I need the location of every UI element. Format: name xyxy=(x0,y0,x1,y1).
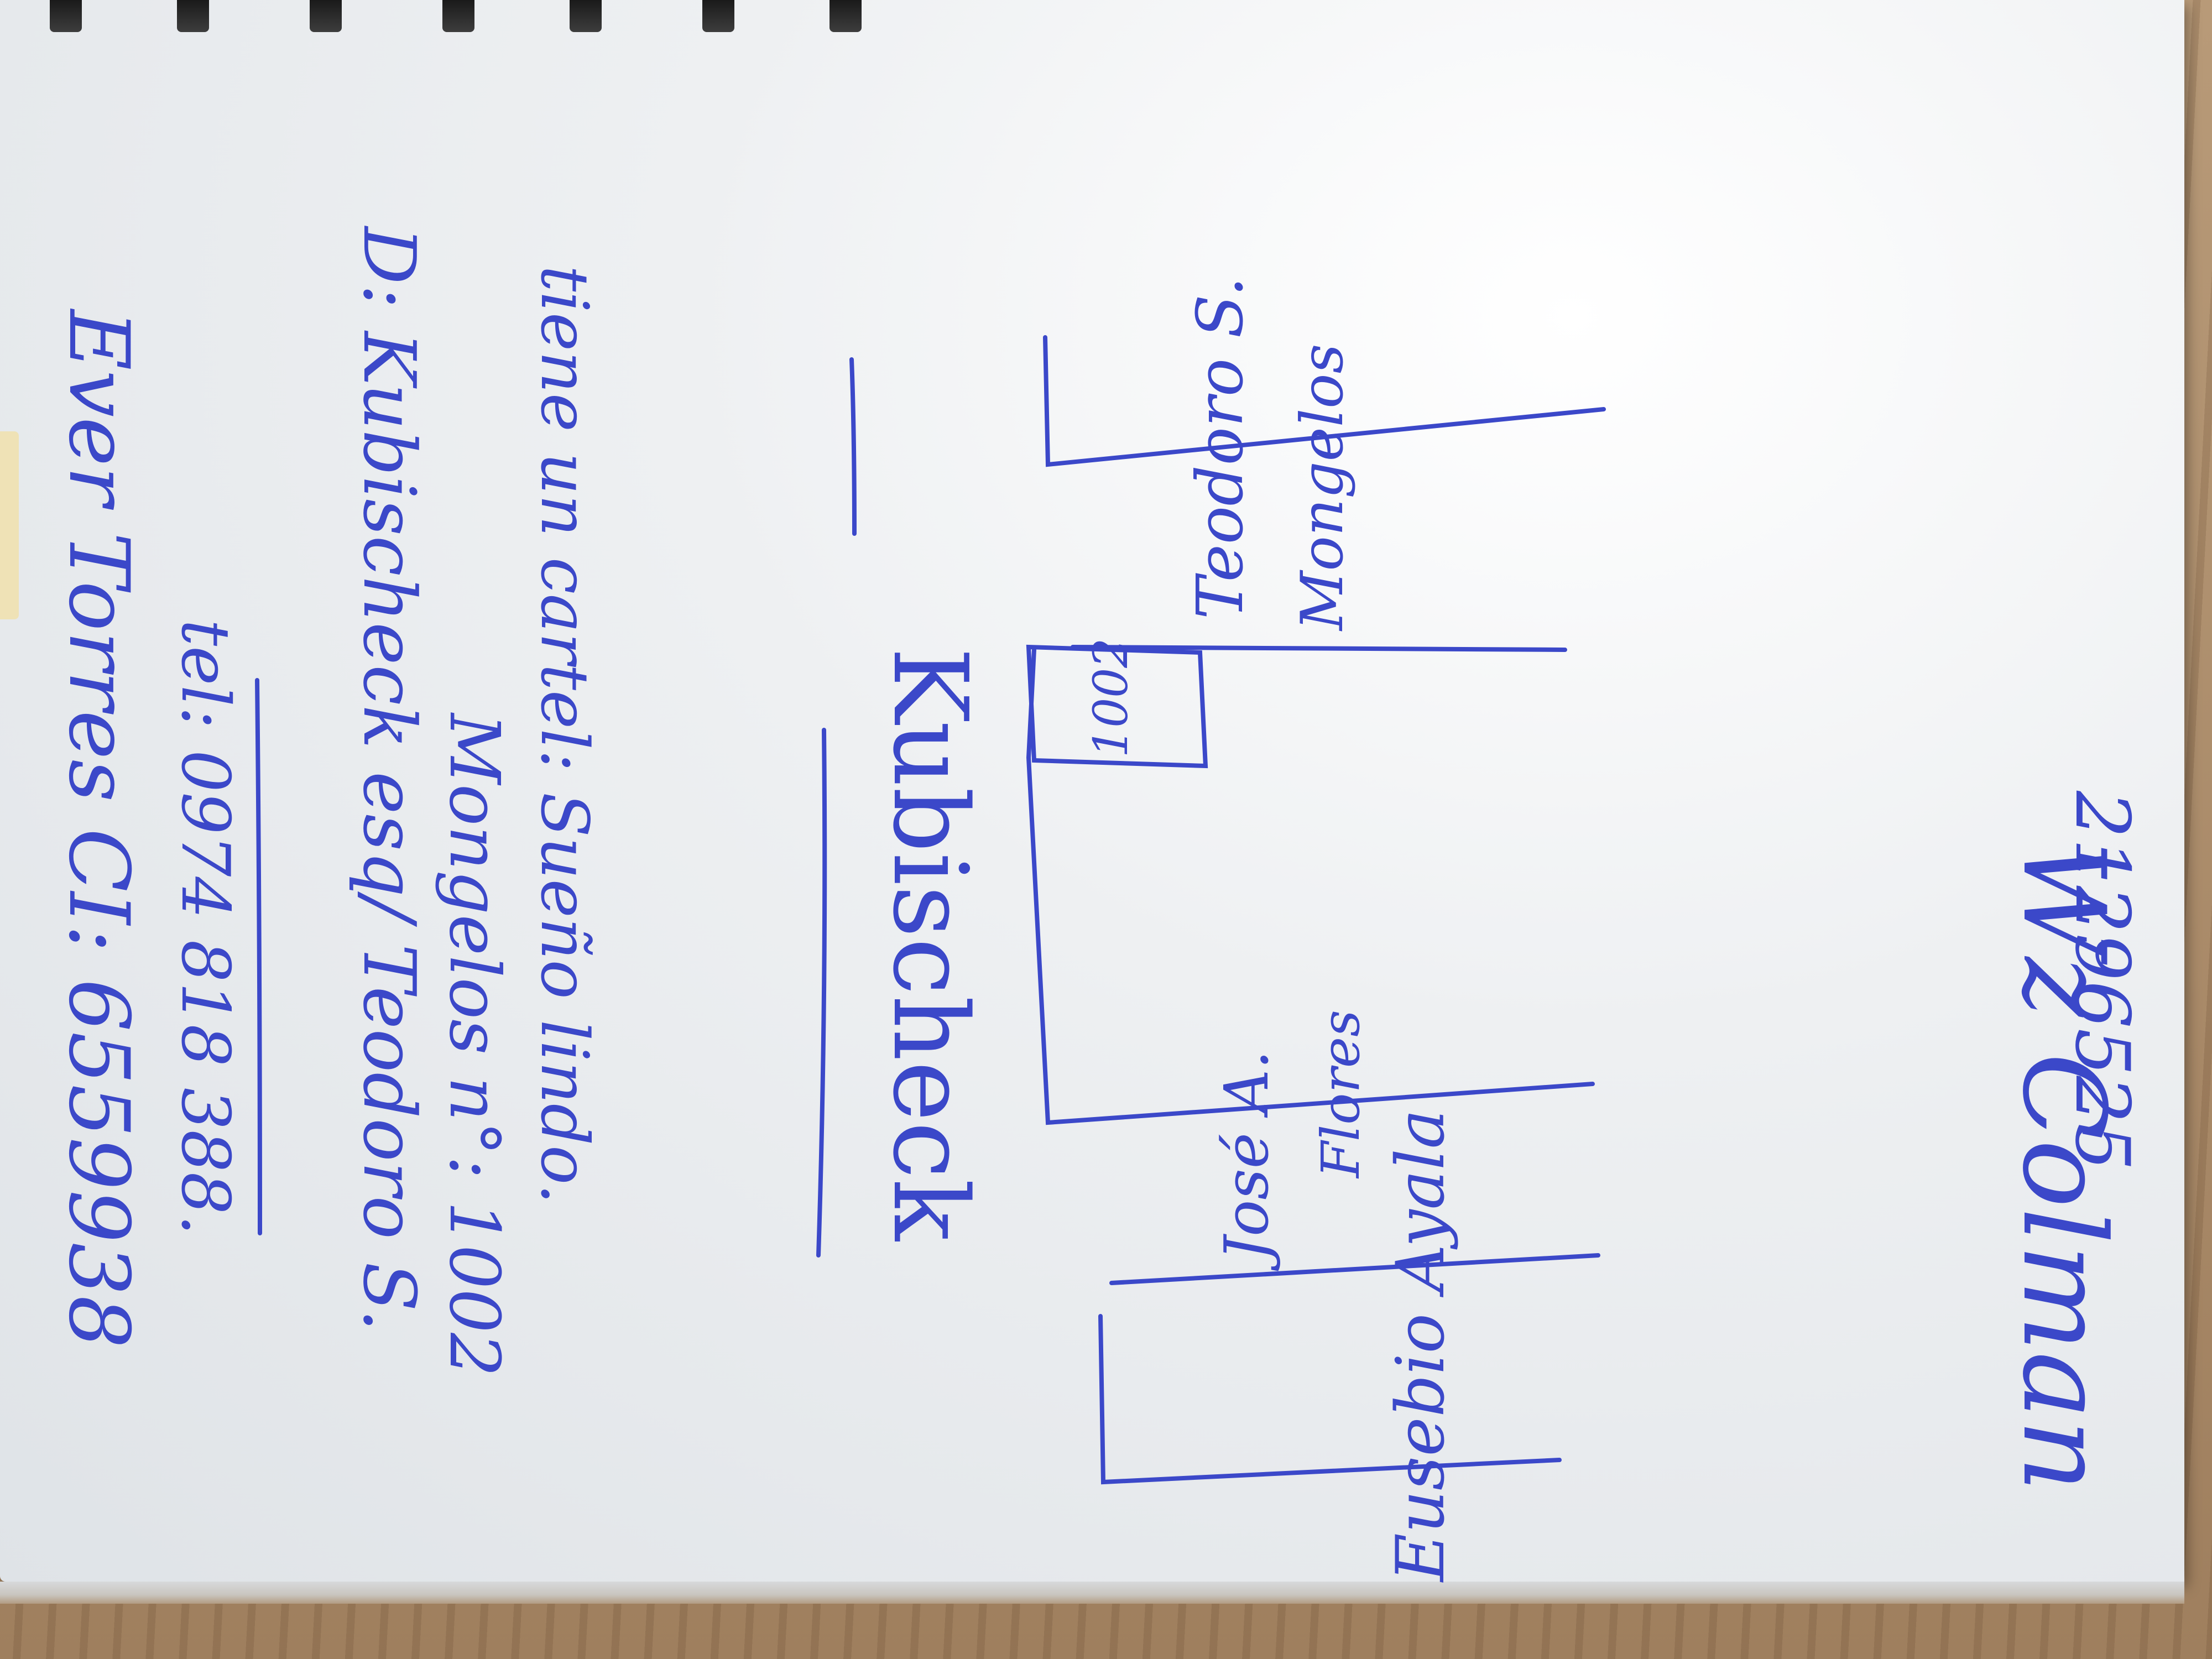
road-kubischeck-edge xyxy=(1026,648,1595,1125)
binder-ring xyxy=(310,0,342,32)
separator-line xyxy=(255,678,262,1235)
house-box xyxy=(1026,644,1208,769)
jose-street-line xyxy=(1109,1253,1600,1285)
binder-ring xyxy=(702,0,734,32)
binder-ring xyxy=(50,0,82,32)
road-divider-top xyxy=(849,357,857,536)
road-left-edge xyxy=(1043,335,1606,467)
binder-ring xyxy=(177,0,209,32)
binder-ring xyxy=(570,0,602,32)
page-marker-tab xyxy=(0,431,19,619)
page-stack-edge xyxy=(0,1582,2184,1604)
eusebio-ayala-block xyxy=(1098,1314,1562,1485)
road-divider-middle xyxy=(816,728,827,1258)
teodoro-street-line xyxy=(1071,645,1567,652)
binder-ring xyxy=(442,0,474,32)
notebook-page xyxy=(0,0,2184,1582)
binder-ring xyxy=(830,0,862,32)
